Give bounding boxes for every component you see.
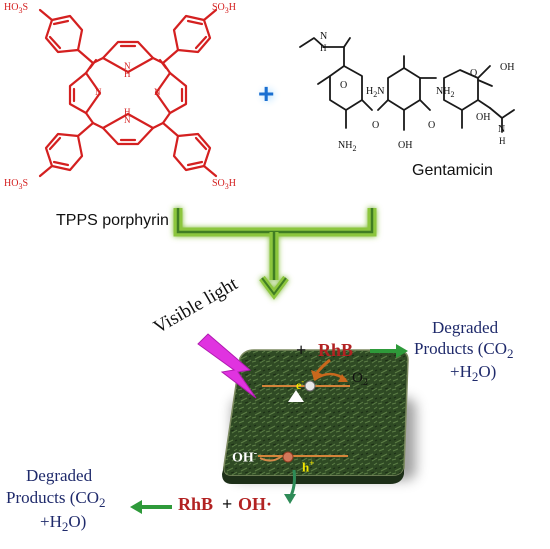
porphyrin-n-right: N [154,87,161,97]
top-reaction-rhb: RhB [318,340,354,360]
merge-arrow [173,208,377,300]
gentamicin-o-link1: O [372,120,380,131]
bottom-reaction-plus: + [222,494,233,514]
oxygen-label: O2 [352,370,368,388]
sulfo-label-top-right: SO3H [212,2,237,15]
electron-label: e- [296,377,304,392]
tpps-porphyrin-structure [38,8,218,178]
bottom-products-line1: Degraded [26,466,93,485]
porphyrin-n-left: N [95,87,102,97]
top-reaction-plus: + [296,340,307,360]
visible-light-bolt [197,333,257,399]
gentamicin-h-top: H [320,43,327,53]
bottom-products-line3: +H2O) [40,512,87,534]
plus-sign: + [258,78,275,109]
gentamicin-name: Gentamicin [412,162,493,179]
bottom-reaction-oh-radical: OH· [238,494,273,514]
gentamicin-o-link2: O [428,120,436,131]
porphyrin-name: TPPS porphyrin [56,212,169,229]
plus-glow [254,81,282,109]
gentamicin-oh-right-top: OH [500,62,515,73]
top-products-line1: Degraded [432,318,499,337]
gentamicin-oh-right-mid: OH [476,112,491,123]
bottom-reaction-rhb: RhB [178,494,214,514]
top-products-line2: Products (CO2 [414,339,514,361]
sulfo-label-bottom-right: SO3H [212,178,237,191]
hole-label: h+ [302,458,315,475]
hole-to-oh-arrow [259,455,283,462]
gentamicin-o-ring3: O [470,68,478,79]
gentamicin-n-top: N [320,31,328,42]
bottom-products-line2: Products (CO2 [6,488,106,510]
hydroxide-label: OH- [232,448,258,466]
gentamicin-h2n-left: H2N [366,86,385,99]
excitation-arrowhead [288,390,304,402]
gentamicin-nh2-mid: NH2 [436,86,455,99]
sulfo-label-top-left: HO3S [4,2,29,15]
gentamicin-oh-mid: OH [398,140,413,151]
electron-particle [304,380,316,392]
sulfo-label-bottom-left: HO3S [4,178,29,191]
slab-edge [222,466,404,484]
gentamicin-n-h: H [499,136,506,146]
gentamicin-structure [299,37,515,133]
gentamicin-nh2-bottom: NH2 [338,140,357,153]
hole-particle [282,451,294,463]
top-products-line3: +H2O) [450,362,497,384]
gentamicin-n-methyl: N [498,124,506,135]
gentamicin-o-ring1: O [340,80,348,91]
